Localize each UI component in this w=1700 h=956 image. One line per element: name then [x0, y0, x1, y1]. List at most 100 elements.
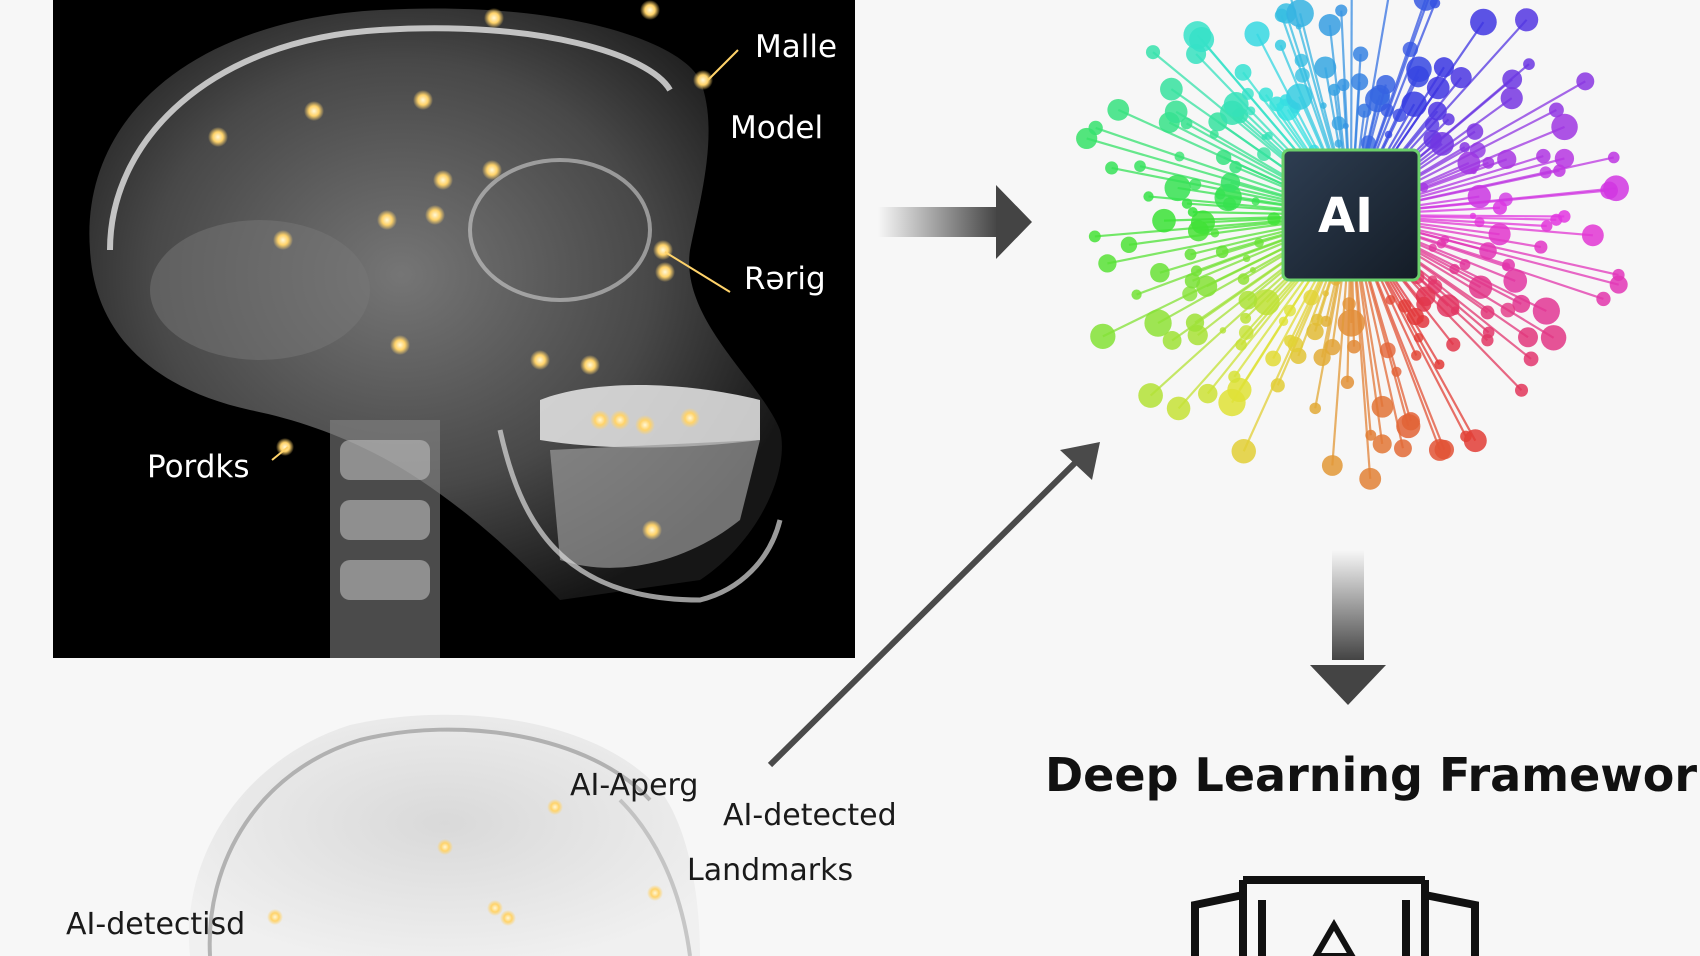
burst-node	[1429, 0, 1441, 9]
burst-node	[1162, 331, 1182, 350]
burst-node	[1150, 262, 1170, 283]
burst-node	[1249, 266, 1256, 273]
burst-node	[1244, 21, 1270, 47]
burst-node	[1470, 8, 1497, 36]
burst-node	[1306, 322, 1324, 341]
burst-node	[1502, 262, 1511, 271]
burst-node	[1088, 120, 1103, 136]
burst-node	[1500, 87, 1523, 110]
burst-node	[1558, 210, 1571, 223]
burst-node	[1427, 101, 1447, 121]
burst-node	[1134, 160, 1146, 172]
burst-node	[1512, 294, 1531, 313]
burst-node	[1183, 21, 1212, 50]
burst-node	[1309, 402, 1321, 415]
label-pordks: Pordks	[147, 449, 250, 485]
burst-node	[1278, 316, 1289, 326]
burst-node	[1500, 302, 1516, 318]
burst-node	[1185, 313, 1205, 332]
burst-node	[1314, 56, 1337, 79]
burst-node	[1231, 439, 1256, 464]
burst-node	[1518, 327, 1538, 348]
burst-node	[1554, 148, 1575, 169]
burst-node	[1184, 248, 1197, 261]
label-landmarks: Landmarks	[687, 853, 854, 888]
burst-node	[1607, 151, 1620, 164]
label-ai-detected-1: AI-detected	[723, 798, 897, 833]
burst-node	[1143, 191, 1154, 202]
burst-node	[1286, 83, 1313, 110]
burst-node	[1398, 299, 1412, 313]
burst-node	[1401, 91, 1427, 117]
burst-node	[1581, 224, 1604, 247]
burst-node	[1466, 123, 1484, 140]
burst-node	[1321, 455, 1343, 476]
burst-node	[1359, 467, 1382, 490]
burst-node	[1460, 430, 1472, 443]
burst-node	[1166, 396, 1191, 421]
burst-node	[1107, 98, 1130, 121]
arrow-down	[1310, 550, 1386, 705]
burst-node	[1215, 245, 1229, 259]
burst-node	[1196, 275, 1218, 297]
burst-node	[1215, 149, 1232, 166]
burst-node	[1313, 348, 1331, 366]
burst-node	[1347, 339, 1361, 354]
burst-node	[1576, 72, 1595, 91]
label-rarig: Rərig	[744, 261, 826, 297]
framework-title: Deep Learning Framework	[1045, 748, 1700, 802]
burst-node	[1609, 275, 1628, 294]
arrow-right	[878, 185, 1032, 259]
burst-node	[1480, 305, 1495, 320]
ai-chip-label: AI	[1318, 188, 1374, 244]
burst-node	[1515, 383, 1529, 397]
burst-node	[1450, 67, 1472, 89]
burst-node	[1492, 200, 1507, 215]
burst-node	[1406, 307, 1424, 326]
burst-node	[1144, 309, 1172, 337]
burst-node	[1238, 325, 1254, 340]
burst-node	[1541, 220, 1553, 232]
burst-node	[1379, 342, 1396, 359]
burst-node	[1219, 327, 1227, 334]
burst-node	[1468, 275, 1493, 299]
burst-node	[1322, 290, 1329, 297]
burst-node	[1257, 147, 1271, 161]
burst-node	[1553, 164, 1566, 177]
xray-panel	[53, 0, 855, 658]
burst-node	[1286, 0, 1314, 28]
burst-node	[1258, 87, 1274, 102]
label-ai-detected-2: AI-detectisd	[66, 907, 246, 942]
arrow-diagonal	[767, 442, 1100, 768]
burst-node	[1371, 395, 1394, 418]
burst-node	[1190, 265, 1202, 277]
ai-chip	[1281, 148, 1421, 282]
burst-node	[1294, 53, 1308, 67]
burst-node	[1536, 148, 1551, 164]
burst-node	[1497, 149, 1517, 169]
burst-node	[1596, 291, 1611, 307]
burst-node	[1182, 286, 1198, 302]
label-model: Model	[730, 110, 824, 146]
burst-node	[1198, 383, 1218, 404]
label-malle: Malle	[755, 29, 838, 65]
burst-node	[1174, 151, 1185, 162]
burst-node	[1120, 236, 1138, 253]
burst-node	[1469, 212, 1477, 219]
burst-node	[1235, 339, 1247, 351]
burst-node	[1416, 296, 1432, 312]
burst-node	[1481, 334, 1494, 347]
burst-node	[1234, 63, 1252, 81]
burst-node	[1189, 178, 1202, 191]
burst-node	[1090, 323, 1116, 349]
burst-node	[1311, 313, 1324, 327]
burst-node	[1098, 254, 1117, 273]
burst-node	[1396, 414, 1421, 439]
burst-node	[1603, 175, 1629, 202]
burst-node	[1152, 208, 1176, 233]
burst-node	[1105, 161, 1119, 175]
burst-node	[1145, 45, 1161, 60]
burst-node	[1433, 57, 1455, 78]
burst-node	[1337, 78, 1350, 92]
burst-node	[1238, 290, 1258, 310]
